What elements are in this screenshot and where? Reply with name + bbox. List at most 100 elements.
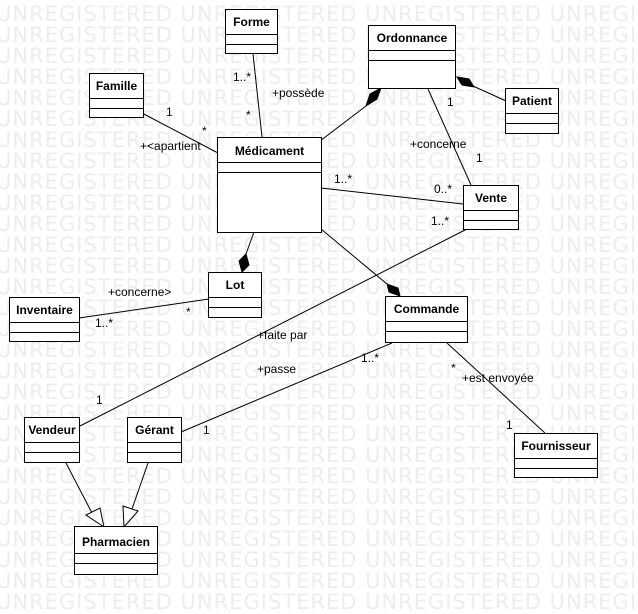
label-medicament-forme-multiplicity: * <box>246 108 251 122</box>
watermark-line: UNREGISTERED UNREGISTERED UNREGISTERED U… <box>0 296 638 320</box>
label-est-envoyee: +est envoyée <box>462 371 534 385</box>
watermark-line: UNREGISTERED UNREGISTERED UNREGISTERED U… <box>0 485 638 509</box>
class-lot-name: Lot <box>225 278 245 292</box>
generalization-arrow-gerant <box>122 505 139 529</box>
watermark-line: UNREGISTERED UNREGISTERED UNREGISTERED U… <box>0 65 638 89</box>
label-passe: +passe <box>257 362 297 376</box>
class-separator <box>10 322 79 323</box>
class-pharmacien[interactable]: Pharmacien <box>74 526 158 575</box>
class-separator <box>506 113 558 114</box>
watermark-line: UNREGISTERED UNREGISTERED UNREGISTERED U… <box>0 23 638 47</box>
class-separator <box>464 220 518 221</box>
watermark-line: UNREGISTERED UNREGISTERED UNREGISTERED U… <box>0 613 638 614</box>
label-famille-multiplicity: 1 <box>166 105 173 119</box>
class-separator <box>218 172 321 173</box>
watermark-line: UNREGISTERED UNREGISTERED UNREGISTERED U… <box>0 380 638 404</box>
class-ordonnance[interactable]: Ordonnance <box>368 25 456 89</box>
watermark-line: UNREGISTERED UNREGISTERED UNREGISTERED U… <box>0 2 638 26</box>
class-separator <box>218 162 321 163</box>
assoc-lot-inventaire <box>78 298 210 319</box>
class-separator <box>386 321 467 322</box>
class-separator <box>25 452 79 453</box>
watermark-line: UNREGISTERED UNREGISTERED UNREGISTERED U… <box>0 569 638 593</box>
class-gerant[interactable]: Gérant <box>127 417 182 463</box>
class-forme-name: Forme <box>233 15 270 29</box>
class-patient[interactable]: Patient <box>505 88 559 134</box>
composition-medicament-commande <box>320 228 388 285</box>
class-separator <box>464 210 518 211</box>
watermark-line: UNREGISTERED UNREGISTERED UNREGISTERED U… <box>0 86 638 110</box>
class-vendeur[interactable]: Vendeur <box>24 417 80 463</box>
class-lot[interactable]: Lot <box>208 272 262 318</box>
composition-diamond-patient <box>455 76 476 88</box>
label-vente-medicament-multiplicity: 0..* <box>434 182 453 196</box>
label-possede: +possède <box>272 86 325 100</box>
assoc-commande-gerant <box>180 342 393 433</box>
label-concerne-inventaire: +concerne> <box>108 285 172 299</box>
class-pharmacien-name: Pharmacien <box>81 535 151 549</box>
class-medicament[interactable]: Médicament <box>217 137 322 233</box>
class-patient-name: Patient <box>511 94 552 108</box>
class-separator <box>128 442 181 443</box>
class-separator <box>75 553 157 554</box>
composition-ordonnance-patient <box>472 85 507 102</box>
class-separator <box>386 331 467 332</box>
class-separator <box>128 452 181 453</box>
generalization-gerant-pharmacien <box>131 462 149 510</box>
label-apartient-multiplicity: * <box>202 124 207 138</box>
label-vente-vendeur-multiplicity: 1..* <box>431 214 450 228</box>
watermark-line: UNREGISTERED UNREGISTERED UNREGISTERED U… <box>0 527 638 551</box>
label-gerant-multiplicity: 1 <box>203 423 210 437</box>
label-forme-multiplicity: 1..* <box>233 70 252 84</box>
watermark-line: UNREGISTERED UNREGISTERED UNREGISTERED U… <box>0 317 638 341</box>
label-inventaire-multiplicity: 1..* <box>95 316 114 330</box>
label-fournisseur-multiplicity: 1 <box>506 418 513 432</box>
watermark-line: UNREGISTERED UNREGISTERED UNREGISTERED U… <box>0 464 638 488</box>
class-separator <box>515 458 597 459</box>
class-separator <box>25 442 79 443</box>
watermark-line: UNREGISTERED UNREGISTERED UNREGISTERED U… <box>0 338 638 362</box>
class-separator <box>226 34 277 35</box>
class-inventaire[interactable]: Inventaire <box>9 297 80 342</box>
assoc-vente-vendeur <box>77 228 468 428</box>
assoc-famille-medicament <box>139 111 219 154</box>
composition-medicament-lot <box>245 231 255 255</box>
assoc-forme-medicament <box>252 53 263 138</box>
watermark-line: UNREGISTERED UNREGISTERED UNREGISTERED U… <box>0 233 638 257</box>
class-famille[interactable]: Famille <box>89 73 144 118</box>
label-medicament-vente-multiplicity: 1..* <box>334 172 353 186</box>
label-ordonnance-multiplicity: 1 <box>447 95 454 109</box>
class-separator <box>75 563 157 564</box>
label-concerne-ordonnance: +concerne <box>410 137 467 151</box>
class-commande[interactable]: Commande <box>385 296 468 343</box>
assoc-medicament-vente <box>320 187 464 205</box>
class-vente-name: Vente <box>474 191 507 205</box>
class-vente[interactable]: Vente <box>463 185 519 230</box>
class-separator <box>369 50 455 51</box>
class-gerant-name: Gérant <box>135 423 174 437</box>
class-forme[interactable]: Forme <box>225 9 278 54</box>
class-commande-name: Commande <box>393 302 460 316</box>
class-separator <box>506 123 558 124</box>
generalization-vendeur-pharmacien <box>65 462 93 514</box>
class-separator <box>90 98 143 99</box>
class-separator <box>209 297 261 298</box>
watermark-line: UNREGISTERED UNREGISTERED UNREGISTERED U… <box>0 359 638 383</box>
watermark-line: UNREGISTERED UNREGISTERED UNREGISTERED U… <box>0 254 638 278</box>
composition-diamond-ordonnance <box>365 86 382 108</box>
label-commande-fournisseur-multiplicity: * <box>451 361 456 375</box>
assoc-ordonnance-vente <box>427 88 472 186</box>
watermark-line: UNREGISTERED UNREGISTERED UNREGISTERED U… <box>0 548 638 572</box>
composition-diamond-lot <box>238 253 250 273</box>
class-separator <box>369 60 455 61</box>
class-separator <box>10 332 79 333</box>
class-separator <box>226 44 277 45</box>
class-fournisseur[interactable]: Fournisseur <box>514 433 598 478</box>
label-commande-multiplicity: 1..* <box>361 351 380 365</box>
class-famille-name: Famille <box>95 79 138 93</box>
label-vendeur-multiplicity: 1 <box>96 393 103 407</box>
class-inventaire-name: Inventaire <box>16 303 73 317</box>
class-ordonnance-name: Ordonnance <box>376 31 448 45</box>
